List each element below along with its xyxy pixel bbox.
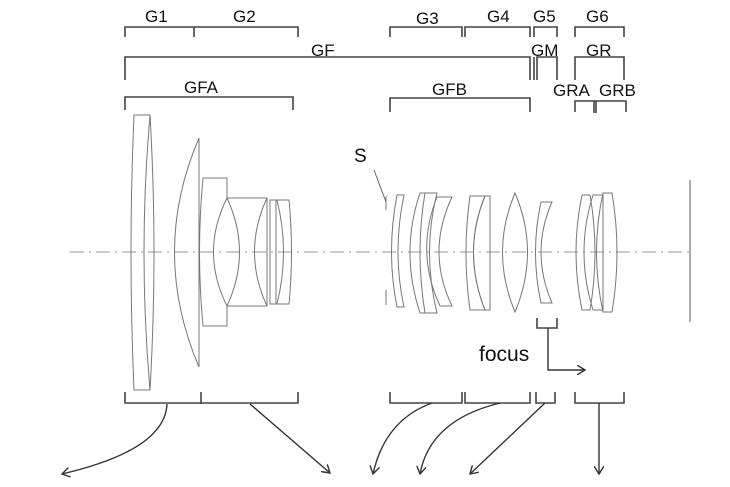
label-g2: G2: [233, 7, 256, 26]
lens-group-gfa: [130, 114, 292, 391]
focus-arrow: [547, 328, 585, 370]
label-grb: GRB: [599, 81, 636, 100]
label-gfb: GFB: [432, 80, 467, 99]
label-gr: GR: [586, 41, 612, 60]
lens-group-gr: [575, 192, 618, 313]
label-gra: GRA: [553, 81, 591, 100]
label-g1: G1: [145, 7, 168, 26]
lens-group-gm: [535, 201, 553, 304]
label-g5: G5: [533, 7, 556, 26]
movement-arrows: [62, 402, 599, 474]
movement-brackets-bottom: [124, 392, 625, 404]
label-g6: G6: [586, 7, 609, 26]
label-gfa: GFA: [184, 78, 219, 97]
lens-group-gfb: [391, 191, 528, 314]
focus-bracket: [536, 318, 558, 329]
label-gf: GF: [311, 41, 335, 60]
stop-leader-line: [373, 169, 387, 203]
label-focus: focus: [479, 343, 529, 366]
group-brackets-top: [124, 26, 627, 113]
label-g3: G3: [416, 9, 439, 28]
label-stop: S: [354, 146, 367, 167]
label-g4: G4: [487, 7, 510, 26]
label-gm: GM: [531, 41, 558, 60]
